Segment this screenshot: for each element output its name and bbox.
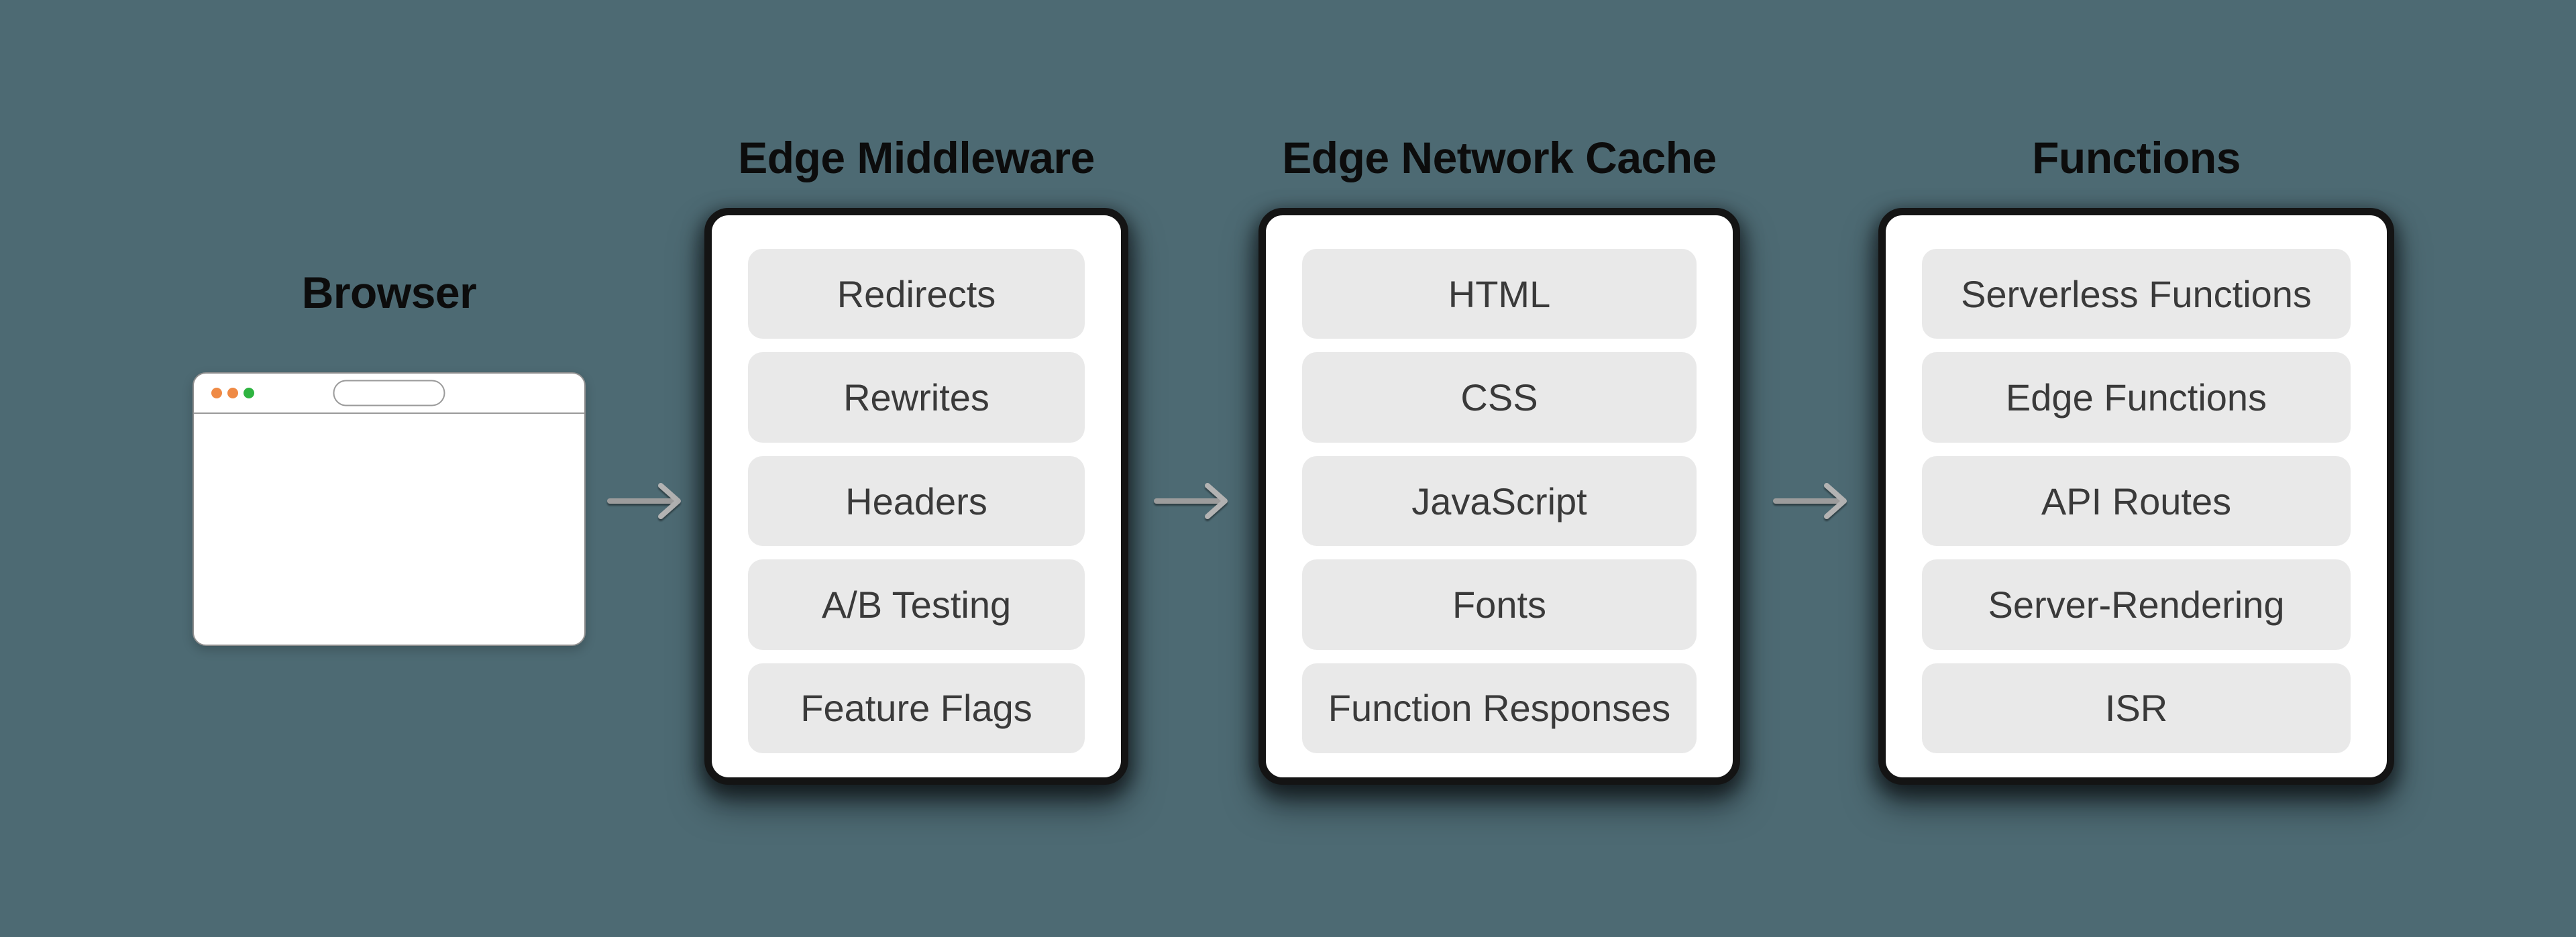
- panel-item: Fonts: [1302, 559, 1697, 650]
- traffic-lights: [211, 388, 254, 398]
- traffic-light-icon: [211, 388, 222, 398]
- panel-edge-network-cache: HTML CSS JavaScript Fonts Function Respo…: [1258, 208, 1740, 785]
- traffic-light-icon: [244, 388, 254, 398]
- right-arrow-icon: [1773, 483, 1847, 519]
- panel-item: JavaScript: [1302, 455, 1697, 547]
- panel-functions: Serverless Functions Edge Functions API …: [1878, 208, 2394, 785]
- panel-title-edge-network-cache: Edge Network Cache: [1282, 133, 1717, 182]
- right-arrow-icon: [1154, 483, 1228, 519]
- panel-item: HTML: [1302, 249, 1697, 339]
- panel-edge-middleware: Redirects Rewrites Headers A/B Testing F…: [704, 208, 1128, 785]
- panel-item: A/B Testing: [748, 559, 1085, 650]
- browser-title: Browser: [301, 268, 477, 317]
- panel-item: API Routes: [1922, 455, 2351, 547]
- url-bar: [333, 380, 445, 406]
- panel-title-functions: Functions: [2032, 133, 2241, 182]
- panel-item: Server-Rendering: [1922, 559, 2351, 650]
- right-arrow-icon: [607, 483, 681, 519]
- panel-item: Serverless Functions: [1922, 249, 2351, 339]
- panel-item: Function Responses: [1302, 663, 1697, 754]
- panel-title-edge-middleware: Edge Middleware: [738, 133, 1095, 182]
- panel-item: Headers: [748, 455, 1085, 547]
- browser-window-illustration: [193, 372, 586, 646]
- panel-item: Rewrites: [748, 352, 1085, 443]
- panel-item: CSS: [1302, 352, 1697, 443]
- panel-item: ISR: [1922, 663, 2351, 754]
- browser-topbar: [194, 374, 584, 414]
- traffic-light-icon: [227, 388, 238, 398]
- panel-item: Feature Flags: [748, 663, 1085, 754]
- panel-item: Edge Functions: [1922, 352, 2351, 443]
- panel-item: Redirects: [748, 249, 1085, 339]
